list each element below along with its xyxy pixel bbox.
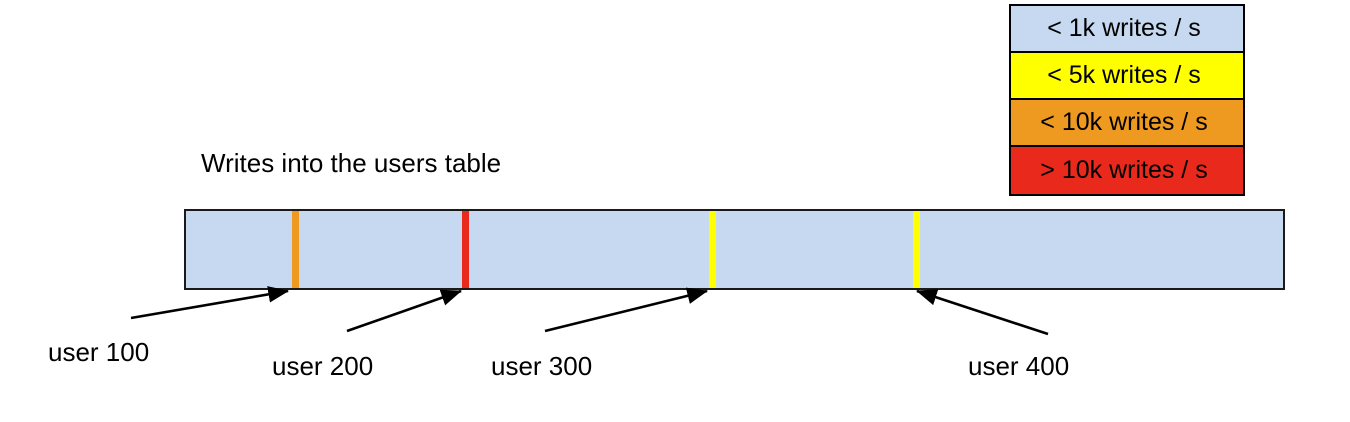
legend-entry-label: > 10k writes / s — [1040, 156, 1208, 184]
users-table-bar — [184, 209, 1285, 290]
user-100-stripe — [292, 211, 299, 288]
legend-entry-gt-10k: > 10k writes / s — [1011, 147, 1243, 194]
legend-entry-lt-1k: < 1k writes / s — [1011, 6, 1243, 53]
user-200-stripe — [462, 211, 469, 288]
user-300-stripe — [709, 211, 716, 288]
arrow-user-200 — [346, 289, 462, 333]
label-user-400: user 400 — [968, 351, 1070, 381]
legend-entry-label: < 5k writes / s — [1047, 61, 1201, 89]
label-user-300: user 300 — [491, 351, 593, 381]
label-user-100: user 100 — [48, 337, 150, 367]
label-user-200: user 200 — [272, 351, 374, 381]
legend-entry-label: < 10k writes / s — [1040, 108, 1208, 136]
arrow-user-100 — [130, 286, 290, 320]
arrow-user-300 — [544, 287, 709, 333]
user-400-stripe — [913, 211, 920, 288]
arrow-user-400 — [916, 289, 1049, 336]
chart-title: Writes into the users table — [201, 148, 502, 178]
legend-entry-lt-5k: < 5k writes / s — [1011, 53, 1243, 100]
legend-entry-label: < 1k writes / s — [1047, 14, 1201, 42]
legend-entry-lt-10k: < 10k writes / s — [1011, 100, 1243, 147]
legend: < 1k writes / s < 5k writes / s < 10k wr… — [1009, 4, 1245, 196]
